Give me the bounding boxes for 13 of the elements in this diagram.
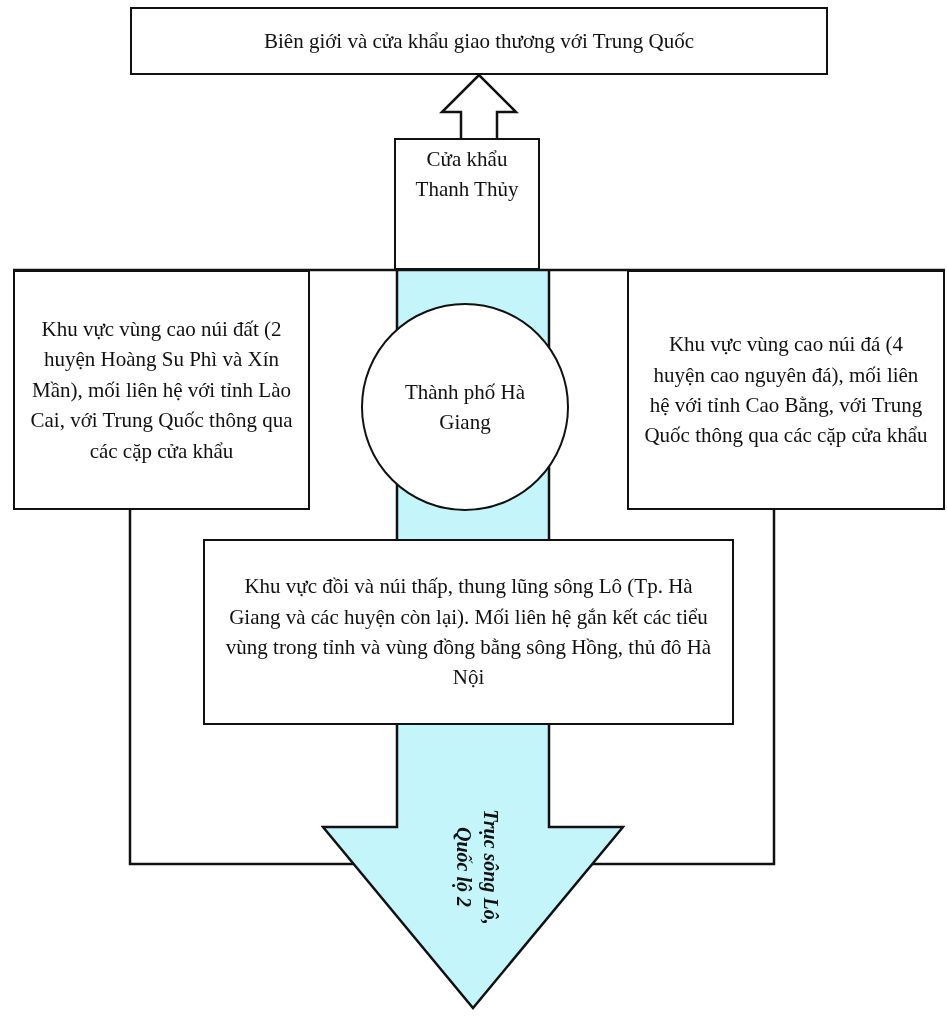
gateway-box <box>394 138 540 270</box>
node-label: Trục sông Lô, Quốc lộ 2 <box>451 808 503 927</box>
region-box <box>13 270 310 510</box>
node-label: Cửa khẩu Thanh Thủy <box>414 146 520 204</box>
lowland-box <box>203 539 734 725</box>
node-label: Khu vực vùng cao núi đá (4 huyện cao nguyên đá), mối liên hệ với tỉnh Cao Bằng, với Trung Quốc thông qua các cặp cửa khẩu <box>643 331 929 450</box>
node-label: Khu vực đồi và núi thấp, thung lũng sông Lô (Tp. Hà Giang và các huyện còn lại). Mối liên hệ gắn kết các tiểu vùng trong tỉnh và vùng đồng bằng sông Hồng, thủ đô Hà Nội <box>224 573 713 692</box>
region-box <box>627 270 945 510</box>
block-arrow <box>439 73 519 140</box>
node-label: Khu vực vùng cao núi đất (2 huyện Hoàng Su Phì và Xín Mần), mối liên hệ với tỉnh Lào Cai, với Trung Quốc thông qua các cặp cửa khẩu <box>29 315 294 465</box>
node-label: Thành phố Hà Giang <box>403 378 527 436</box>
border-box <box>130 7 828 75</box>
node-label: Biên giới và cửa khẩu giao thương với Trung Quốc <box>264 27 694 55</box>
